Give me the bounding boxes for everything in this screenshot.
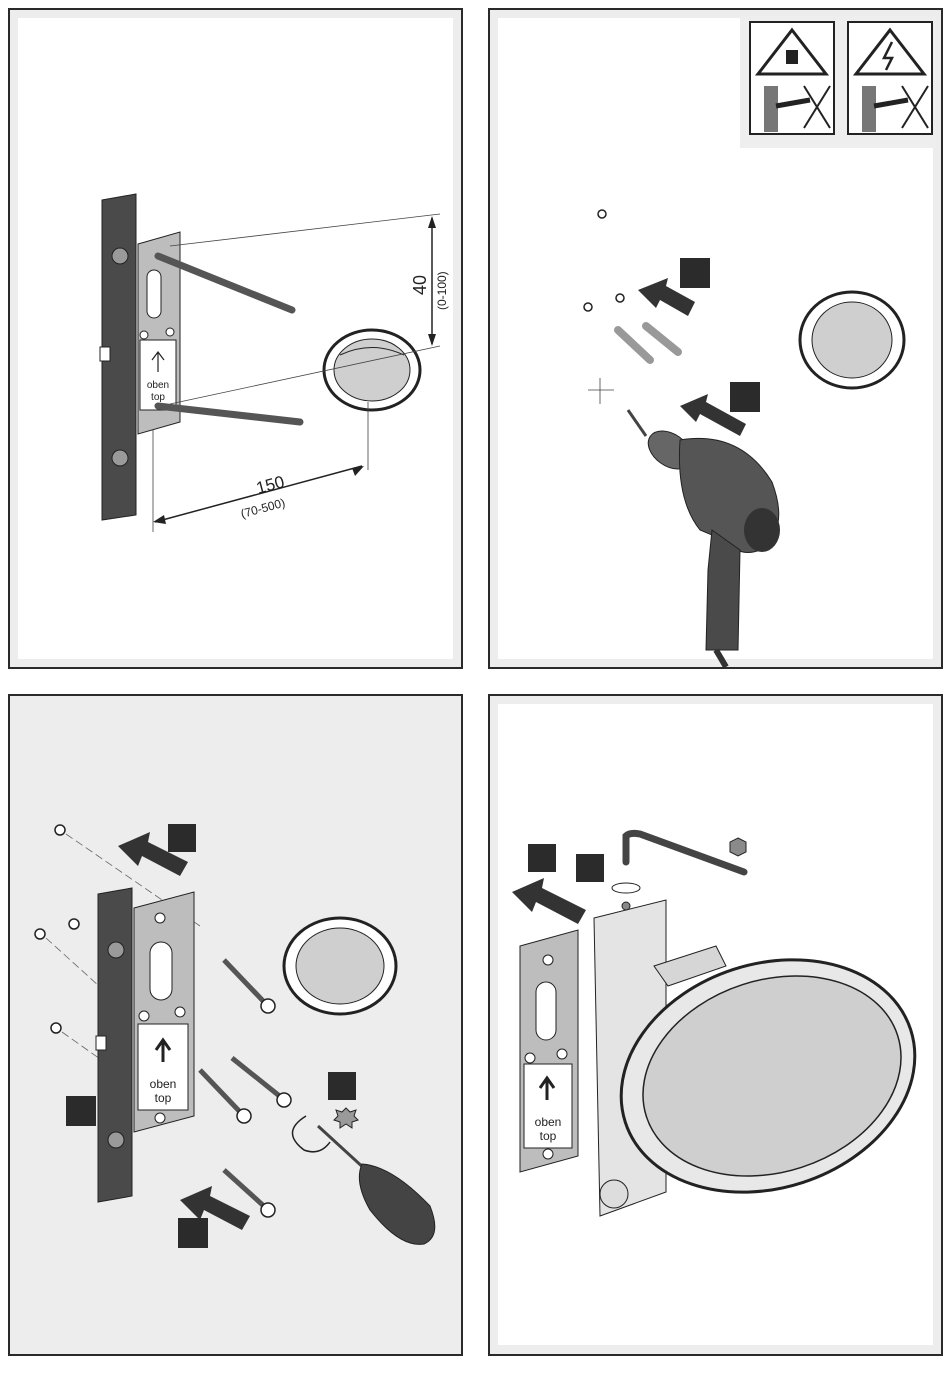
step-4-illustration: oben top — [490, 696, 941, 1354]
step-1-illustration: oben top 40 (0-100) 150 (70-500) — [10, 10, 461, 667]
level-vial-bottom — [112, 450, 128, 466]
step-3-illustration: oben top — [10, 696, 461, 1354]
step-marker-d — [328, 1072, 356, 1100]
plate-label-oben: oben — [147, 380, 169, 391]
step-2-illustration — [490, 10, 941, 667]
screw-2 — [232, 1058, 282, 1098]
screw-3 — [200, 1070, 242, 1114]
step-marker-b — [576, 854, 604, 882]
torx-icon — [334, 1108, 358, 1128]
flush-box-inner — [334, 339, 410, 401]
plate-label-top: top — [540, 1129, 557, 1143]
electric-cable-warning-icon — [848, 22, 932, 134]
step-marker-a — [680, 258, 710, 288]
step-marker-a — [168, 824, 196, 852]
plate-label-oben: oben — [535, 1115, 562, 1129]
step-marker-a — [528, 844, 556, 872]
plate-slot — [147, 270, 161, 318]
plate-label-top: top — [155, 1091, 172, 1105]
step-marker-b — [178, 1218, 208, 1248]
plate-label-top: top — [151, 392, 165, 403]
dim-vertical-value: 40 — [410, 275, 430, 295]
step-4-panel: oben top — [488, 694, 943, 1356]
water-pipe-warning-icon — [750, 22, 834, 134]
rotate-icon — [292, 1116, 330, 1152]
screw-4 — [224, 1170, 266, 1208]
step-marker-c — [66, 1096, 96, 1126]
dim-vertical-range: (0-100) — [435, 271, 449, 310]
screwdriver — [318, 1126, 435, 1244]
step-1-panel: oben top 40 (0-100) 150 (70-500) — [8, 8, 463, 669]
step-3-panel: oben top — [8, 694, 463, 1356]
hex-icon — [730, 838, 746, 856]
step-2-panel — [488, 8, 943, 669]
screw-1 — [224, 960, 266, 1004]
level-vial-top — [112, 248, 128, 264]
step-marker-b — [730, 382, 760, 412]
plate-label-oben: oben — [150, 1077, 177, 1091]
level-notch — [100, 347, 110, 361]
